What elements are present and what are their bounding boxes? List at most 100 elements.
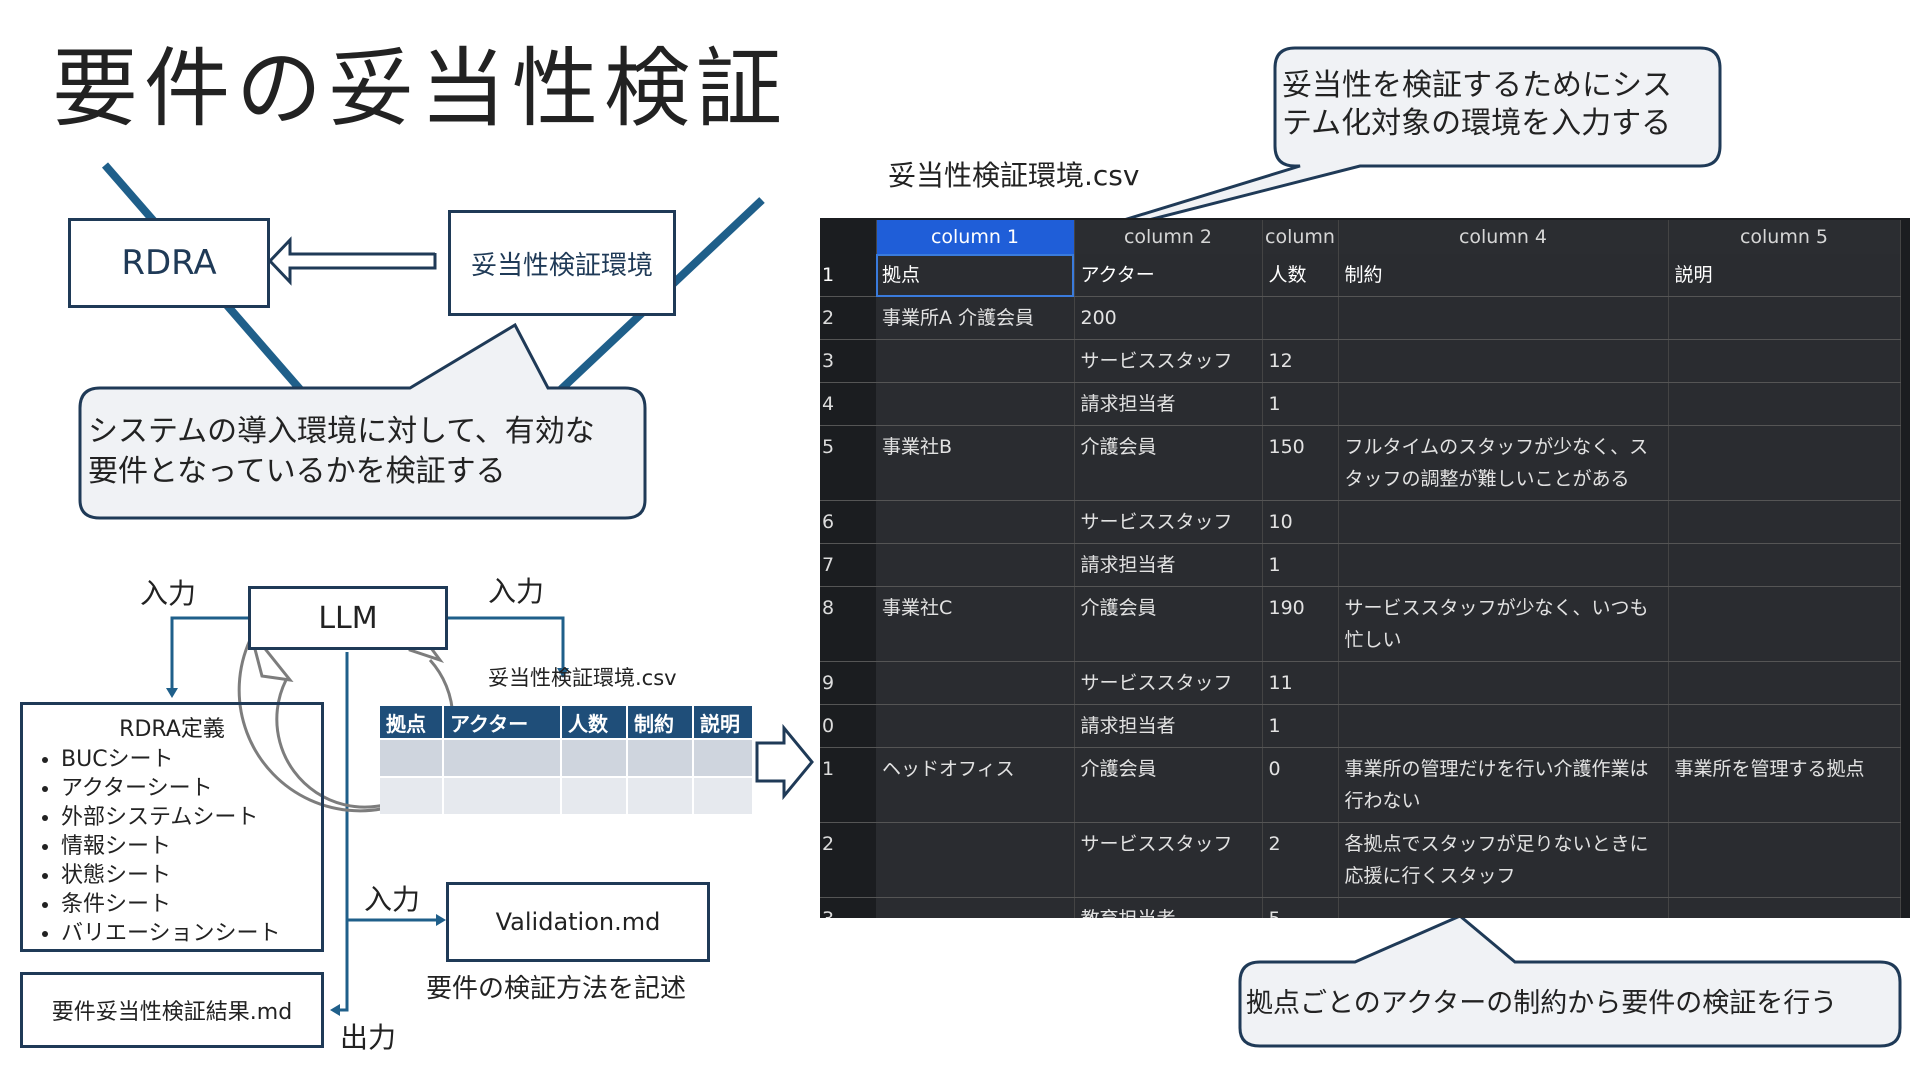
- table-cell[interactable]: [1668, 822, 1901, 898]
- table-cell[interactable]: 制約: [1338, 254, 1669, 297]
- table-cell[interactable]: [1668, 586, 1901, 662]
- table-cell[interactable]: 教育担当者: [1074, 897, 1263, 918]
- table-cell[interactable]: 人数: [1262, 254, 1339, 297]
- table-cell[interactable]: 事業社B: [876, 425, 1075, 501]
- table-cell[interactable]: 拠点: [876, 254, 1075, 297]
- table-cell[interactable]: 5: [1262, 897, 1339, 918]
- row-number[interactable]: 3: [820, 339, 876, 383]
- table-cell[interactable]: 介護会員: [1074, 747, 1263, 823]
- rdra-list-item: バリエーションシート: [61, 919, 321, 948]
- row-number[interactable]: 7: [820, 543, 876, 587]
- table-cell[interactable]: アクター: [1074, 254, 1263, 297]
- table-cell[interactable]: ヘッドオフィス: [876, 747, 1075, 823]
- output-label: 出力: [340, 1021, 397, 1054]
- row-number[interactable]: 4: [820, 382, 876, 426]
- table-cell[interactable]: 事業所の管理だけを行い介護作業は行わない: [1338, 747, 1669, 823]
- table-cell[interactable]: 事業所を管理する拠点: [1668, 747, 1901, 823]
- table-cell[interactable]: 介護会員: [1074, 425, 1263, 501]
- table-cell[interactable]: 請求担当者: [1074, 382, 1263, 426]
- grid-column-header[interactable]: column 4: [1338, 220, 1669, 254]
- arrowhead-input-left: [166, 688, 178, 698]
- grid-column-header[interactable]: column: [1262, 220, 1339, 254]
- loop-arrowhead-1: [248, 629, 294, 683]
- table-cell[interactable]: [1668, 897, 1901, 918]
- table-cell[interactable]: [876, 704, 1075, 748]
- table-cell[interactable]: 請求担当者: [1074, 543, 1263, 587]
- table-cell[interactable]: [1668, 543, 1901, 587]
- row-number[interactable]: 5: [820, 425, 876, 501]
- table-cell[interactable]: [876, 382, 1075, 426]
- table-cell[interactable]: [1338, 704, 1669, 748]
- table-cell[interactable]: 説明: [1668, 254, 1901, 297]
- table-cell[interactable]: 10: [1262, 500, 1339, 544]
- table-cell[interactable]: [1338, 661, 1669, 705]
- table-cell[interactable]: 2: [1262, 822, 1339, 898]
- table-cell[interactable]: 150: [1262, 425, 1339, 501]
- table-cell[interactable]: [1262, 296, 1339, 340]
- table-cell[interactable]: サービススタッフが少なく、いつも忙しい: [1338, 586, 1669, 662]
- table-cell[interactable]: サービススタッフ: [1074, 661, 1263, 705]
- table-cell[interactable]: 200: [1074, 296, 1263, 340]
- rdra-list-item: 情報シート: [61, 832, 321, 861]
- callout-left-bubble: [78, 322, 647, 520]
- row-number[interactable]: 9: [820, 661, 876, 705]
- table-cell[interactable]: [1668, 500, 1901, 544]
- table-cell[interactable]: 請求担当者: [1074, 704, 1263, 748]
- row-number[interactable]: 3: [820, 897, 876, 918]
- table-cell[interactable]: 0: [1262, 747, 1339, 823]
- table-cell[interactable]: 12: [1262, 339, 1339, 383]
- table-cell[interactable]: [1668, 425, 1901, 501]
- rdra-list-item: アクターシート: [61, 774, 321, 803]
- row-number[interactable]: 0: [820, 704, 876, 748]
- row-number[interactable]: 2: [820, 822, 876, 898]
- table-cell[interactable]: 1: [1262, 382, 1339, 426]
- table-cell[interactable]: [1668, 704, 1901, 748]
- row-number[interactable]: 6: [820, 500, 876, 544]
- table-cell[interactable]: 事業所A 介護会員: [876, 296, 1075, 340]
- table-cell[interactable]: [1338, 543, 1669, 587]
- table-cell[interactable]: [1338, 500, 1669, 544]
- table-cell[interactable]: [1668, 296, 1901, 340]
- table-cell[interactable]: 11: [1262, 661, 1339, 705]
- table-cell[interactable]: [1668, 661, 1901, 705]
- table-cell[interactable]: [1668, 382, 1901, 426]
- table-cell[interactable]: [1338, 296, 1669, 340]
- table-cell[interactable]: サービススタッフ: [1074, 339, 1263, 383]
- table-cell[interactable]: 1: [1262, 704, 1339, 748]
- page-title: 要件の妥当性検証: [52, 39, 788, 139]
- table-cell[interactable]: [876, 339, 1075, 383]
- table-cell[interactable]: 介護会員: [1074, 586, 1263, 662]
- csv-grid-view[interactable]: column 1 column 2 column column 4 column…: [820, 218, 1910, 918]
- grid-column-header[interactable]: column 5: [1668, 220, 1901, 254]
- table-cell[interactable]: [876, 897, 1075, 918]
- grid-column-header[interactable]: column 1: [876, 220, 1075, 254]
- grid-column-header[interactable]: column 2: [1074, 220, 1263, 254]
- row-number[interactable]: 8: [820, 586, 876, 662]
- mini-csv-header: アクター: [443, 706, 562, 739]
- table-cell[interactable]: 1: [1262, 543, 1339, 587]
- table-cell[interactable]: [1338, 897, 1669, 918]
- table-cell[interactable]: [1668, 339, 1901, 383]
- table-cell[interactable]: [1338, 382, 1669, 426]
- table-cell[interactable]: 190: [1262, 586, 1339, 662]
- table-cell[interactable]: [876, 543, 1075, 587]
- table-cell[interactable]: サービススタッフ: [1074, 822, 1263, 898]
- table-cell[interactable]: [876, 822, 1075, 898]
- table-cell[interactable]: [1338, 339, 1669, 383]
- table-cell[interactable]: [876, 661, 1075, 705]
- rdra-list-item: 外部システムシート: [61, 803, 321, 832]
- table-cell[interactable]: [876, 500, 1075, 544]
- table-cell[interactable]: サービススタッフ: [1074, 500, 1263, 544]
- row-number[interactable]: 2: [820, 296, 876, 340]
- callout-left-line-2: 要件となっているかを検証する: [88, 454, 506, 489]
- row-number[interactable]: 1: [820, 747, 876, 823]
- table-cell[interactable]: 事業社C: [876, 586, 1075, 662]
- row-number[interactable]: 1: [820, 254, 876, 297]
- table-cell[interactable]: 各拠点でスタッフが足りないときに応援に行くスタッフ: [1338, 822, 1669, 898]
- table-cell[interactable]: フルタイムのスタッフが少なく、スタッフの調整が難しいことがある: [1338, 425, 1669, 501]
- llm-box: LLM: [248, 586, 448, 650]
